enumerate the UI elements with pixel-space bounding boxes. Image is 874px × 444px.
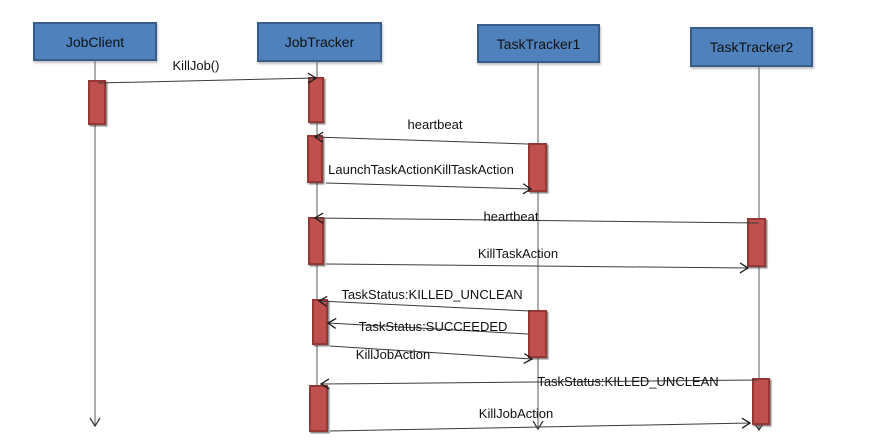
message-label-killjobaction-1: KillJobAction bbox=[355, 347, 431, 362]
actor-tasktracker1: TaskTracker1 bbox=[477, 24, 600, 63]
activation-jobtracker-5 bbox=[309, 385, 328, 432]
message-line-taskstatus-killed-1 bbox=[317, 295, 531, 312]
activation-jobtracker-1 bbox=[308, 77, 324, 123]
activation-tasktracker1-1 bbox=[528, 143, 547, 192]
message-label-taskstatus-succeeded: TaskStatus:SUCCEEDED bbox=[358, 319, 508, 334]
activation-jobtracker-3 bbox=[308, 217, 324, 265]
message-line-killjob bbox=[97, 72, 318, 84]
message-line-killtaskaction bbox=[325, 262, 750, 274]
activation-tasktracker2-1 bbox=[747, 218, 766, 267]
activation-tasktracker2-2 bbox=[752, 378, 770, 425]
activation-jobtracker-2 bbox=[307, 135, 323, 183]
message-label-heartbeat-2: heartbeat bbox=[483, 209, 539, 224]
message-label-killjob: KillJob() bbox=[172, 58, 220, 73]
message-line-heartbeat-1 bbox=[313, 131, 529, 145]
activation-jobclient-1 bbox=[88, 80, 106, 125]
message-label-launchtask-killtask: LaunchTaskActionKillTaskAction bbox=[328, 162, 514, 177]
actor-tasktracker2: TaskTracker2 bbox=[690, 27, 813, 67]
actor-jobtracker: JobTracker bbox=[257, 22, 382, 62]
message-line-killjobaction-2 bbox=[329, 417, 752, 432]
actor-jobclient: JobClient bbox=[33, 22, 157, 61]
message-label-killtaskaction: KillTaskAction bbox=[477, 246, 559, 261]
message-label-heartbeat-1: heartbeat bbox=[407, 117, 463, 132]
message-label-taskstatus-killed-2: TaskStatus:KILLED_UNCLEAN bbox=[537, 374, 719, 389]
message-label-killjobaction-2: KillJobAction bbox=[478, 406, 554, 421]
message-line-launchtask-killtask bbox=[325, 182, 533, 195]
activation-tasktracker1-2 bbox=[528, 310, 547, 358]
message-label-taskstatus-killed-1: TaskStatus:KILLED_UNCLEAN bbox=[341, 287, 523, 302]
activation-jobtracker-4 bbox=[312, 299, 328, 345]
